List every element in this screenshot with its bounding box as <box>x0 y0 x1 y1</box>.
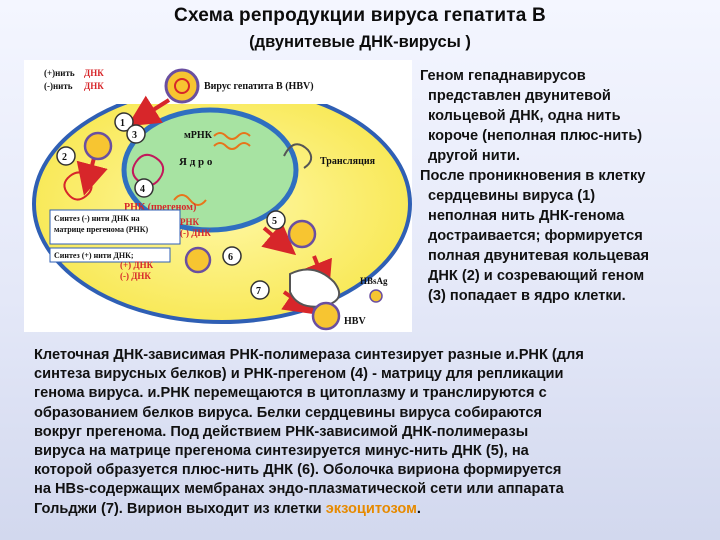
process-line: синтеза вирусных белков) и РНК-прегеном … <box>34 366 564 383</box>
step-5-marker <box>266 210 286 230</box>
plus-strand-label: (+)нить <box>44 68 75 78</box>
step-2-marker <box>56 146 76 166</box>
intro-p2-line: полная двунитевая кольцевая <box>428 248 650 264</box>
step-5-number: 5 <box>272 216 277 227</box>
intro-text: Геном гепаднавирусов представлен двунитев… <box>420 66 716 306</box>
process-description: Клеточная ДНК-зависимая РНК-полимераза с… <box>34 346 704 519</box>
rna-label: РНК <box>180 217 199 227</box>
genome-in-nucleus <box>131 153 165 187</box>
process-line: Клеточная ДНК-зависимая РНК-полимераза с… <box>34 347 584 363</box>
intro-p2-line: После проникновения в клетку <box>420 168 646 184</box>
process-line: вируса на матрице прегенома синтезируетс… <box>34 443 529 460</box>
synthesis-minus-line-1: Синтез (-) нити ДНК на <box>54 214 140 223</box>
exocytosis-highlight: экзоцитозом <box>325 500 417 517</box>
mrna-wave-1 <box>213 132 251 140</box>
released-virion <box>311 301 341 331</box>
virus-label: Вирус гепатита В (HBV) <box>204 81 314 92</box>
step-1-marker <box>114 112 134 132</box>
intro-paragraph-1: Геном гепаднавирусов представлен двунитев… <box>420 66 716 166</box>
entry-arrow <box>127 95 171 127</box>
minus-dna-side-label: (-) ДНК <box>180 228 211 238</box>
slide-subtitle: (двунитевые ДНК-вирусы ) <box>249 33 471 51</box>
hbv-label: HBV <box>344 316 366 327</box>
assembly-arrow <box>261 222 297 256</box>
hbsag-particle <box>369 289 383 303</box>
minus-dna-side-label-2: (-) ДНК <box>120 271 151 281</box>
plus-dna-label: ДНК <box>84 68 104 78</box>
intro-paragraph-2: После проникновения в клетку сердцевины в… <box>420 166 716 306</box>
step-3-number: 3 <box>132 130 137 141</box>
circular-dna <box>63 171 93 201</box>
immature-core <box>287 219 317 249</box>
replication-diagram: (+)нить ДНК (-)нить ДНК Вирус гепатита В… <box>24 60 412 332</box>
step-1-number: 1 <box>120 118 125 129</box>
process-line: на HBs-содержащих мембранах эндо-плазмат… <box>34 481 564 498</box>
process-line: генома вируса. и.РНК перемещаются в цито… <box>34 385 547 402</box>
hbsag-label: HBsAg <box>360 276 388 286</box>
pregenome-wave <box>173 194 207 206</box>
synthesis-minus-box <box>49 209 181 245</box>
mature-core <box>184 246 212 274</box>
process-last-line: Гольджи (7). Вирион выходит из клетки эк… <box>34 500 704 519</box>
step-4-number: 4 <box>140 184 145 195</box>
step-3-marker <box>126 124 146 144</box>
process-last-line-end: . <box>416 500 421 517</box>
intro-p1-line: представлен двунитевой <box>428 88 611 104</box>
intro-p2-line: неполная нить ДНК-генома <box>428 208 625 224</box>
synthesis-minus-line-2: матрице прегенома (РНК) <box>54 225 149 234</box>
intro-p2-line: ДНК (2) и созревающий геном <box>428 268 645 284</box>
process-lines: Клеточная ДНК-зависимая РНК-полимераза с… <box>34 346 704 500</box>
intro-p1-line: другой нити. <box>428 148 520 164</box>
intro-p2-line: (3) попадает в ядро клетки. <box>428 288 626 304</box>
synthesis-plus-line: Синтез (+) нити ДНК; <box>54 251 134 260</box>
virus-genome-top <box>174 78 190 94</box>
translation-label: Трансляция <box>320 156 376 167</box>
slide-title: Схема репродукции вируса гепатита В <box>174 5 546 26</box>
plus-dna-side-label: (+) ДНК <box>120 260 154 270</box>
process-line: которой образуется плюс-нить ДНК (6). Об… <box>34 462 562 479</box>
process-last-line-start: Гольджи (7). Вирион выходит из клетки <box>34 500 326 517</box>
synthesis-plus-box <box>49 247 171 263</box>
intro-p2-line: достраивается; формируется <box>428 228 643 244</box>
mrna-label: мРНК <box>184 130 213 141</box>
mrna-wave-2 <box>213 142 251 150</box>
process-line: образованием белков вируса. Белки сердце… <box>34 404 543 421</box>
core-particle <box>83 131 113 161</box>
intro-p1-line: Геном гепаднавирусов <box>420 68 586 84</box>
step-4-marker <box>134 178 154 198</box>
uncoating-arrow <box>76 157 108 196</box>
step-6-number: 6 <box>228 252 233 263</box>
process-line: вокруг прегенома. Под действием РНК-зави… <box>34 423 529 440</box>
step-7-number: 7 <box>256 286 261 297</box>
golgi-membrane <box>289 268 341 308</box>
minus-dna-label: ДНК <box>84 81 104 91</box>
minus-strand-label: (-)нить <box>44 81 73 91</box>
ribosome-strand <box>283 143 313 169</box>
nucleus <box>121 107 299 233</box>
step-6-marker <box>222 246 242 266</box>
nucleus-label: Я д р о <box>179 156 213 168</box>
intro-p1-line: короче (неполная плюс-нить) <box>428 128 643 144</box>
step-2-number: 2 <box>62 152 67 163</box>
step-7-marker <box>250 280 270 300</box>
intro-p2-line: сердцевины вируса (1) <box>428 188 596 204</box>
intro-p1-line: кольцевой ДНК, одна нить <box>428 108 621 124</box>
rna-pregenome-label: РНК (прегеном) <box>124 202 196 213</box>
virus-particle-top <box>164 68 200 104</box>
